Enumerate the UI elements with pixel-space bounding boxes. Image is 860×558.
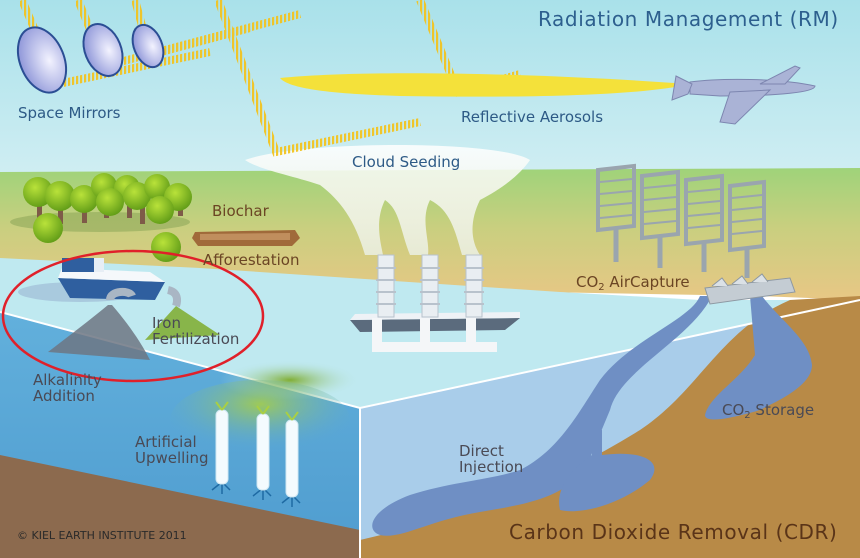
label-cloud-seeding: Cloud Seeding bbox=[352, 153, 461, 171]
airplane bbox=[671, 65, 816, 125]
space-mirrors bbox=[16, 23, 165, 94]
aerosol-layer bbox=[280, 73, 690, 97]
label-space-mirrors: Space Mirrors bbox=[18, 104, 121, 122]
label-reflective-aerosols: Reflective Aerosols bbox=[461, 108, 604, 126]
label-co2-storage: CO2 Storage bbox=[722, 401, 815, 421]
iron-fertilization-ship bbox=[18, 258, 220, 340]
label-co2-aircapture: CO2 AirCapture bbox=[576, 273, 690, 293]
highlight-ellipse bbox=[1, 249, 265, 383]
copyright-notice: © KIEL EARTH INSTITUTE 2011 bbox=[17, 529, 187, 542]
label-biochar: Biochar bbox=[212, 202, 269, 220]
title-radiation-management: Radiation Management (RM) bbox=[538, 7, 839, 31]
co2-injection-pipeline bbox=[372, 296, 812, 536]
land bbox=[0, 168, 860, 300]
iron-particles bbox=[48, 305, 150, 360]
air-capture-panels bbox=[596, 163, 766, 278]
seabed bbox=[0, 455, 360, 558]
upwelling-pipes bbox=[211, 401, 301, 507]
cloud-seeding-smoke bbox=[245, 145, 530, 255]
ground-right bbox=[360, 296, 860, 558]
forest bbox=[10, 173, 192, 262]
label-afforestation: Afforestation bbox=[203, 251, 300, 269]
cloud-seeding-ship bbox=[350, 254, 520, 352]
biochar-log bbox=[192, 230, 300, 246]
air-capture-collector bbox=[704, 273, 796, 305]
title-carbon-dioxide-removal: Carbon Dioxide Removal (CDR) bbox=[509, 520, 838, 544]
